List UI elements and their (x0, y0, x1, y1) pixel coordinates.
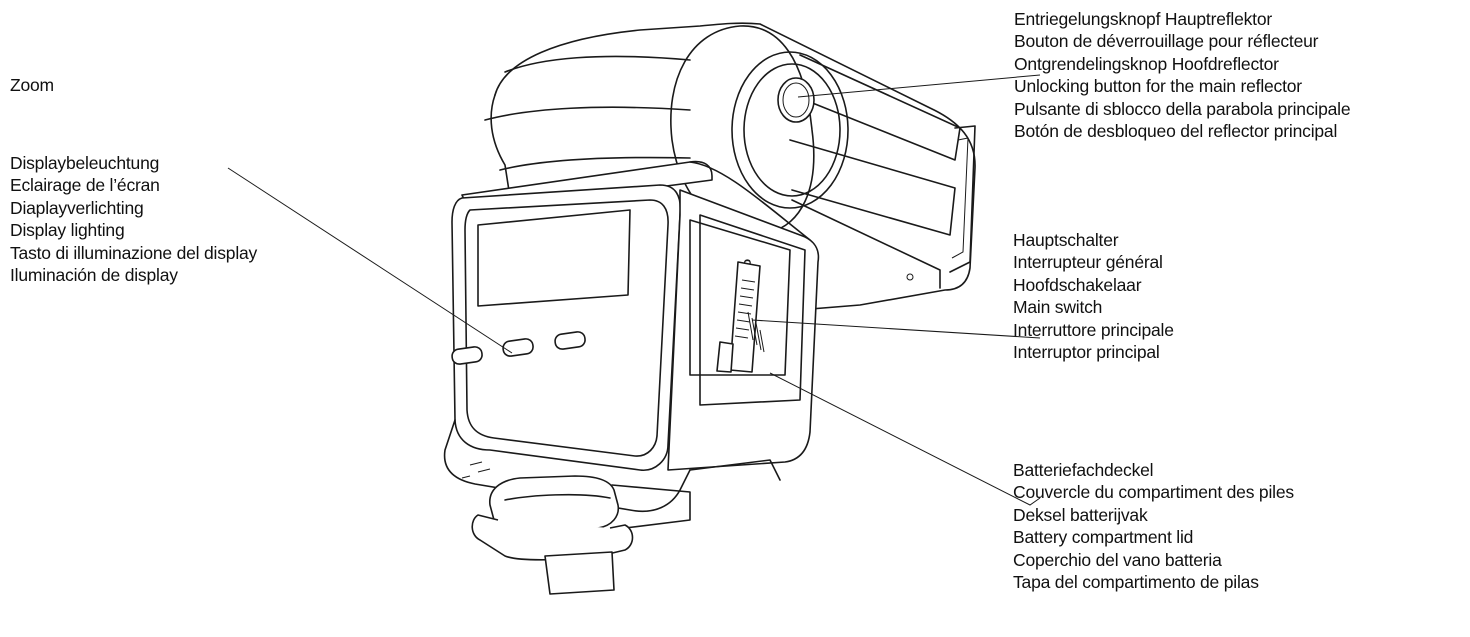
display-lighting-label-de: Displaybeleuchtung (10, 153, 160, 173)
display-lighting-label-fr: Eclairage de l’écran (10, 175, 160, 196)
battery-lid-label-en: Battery compartment lid (1013, 527, 1194, 548)
unlocking-button-label-it: Pulsante di sblocco della parabola princ… (1014, 98, 1351, 119)
battery-lid-label-group: Batteriefachdeckel Couvercle du comparti… (1013, 459, 1294, 593)
main-switch: ON (716, 259, 765, 373)
zoom-label-text: Zoom (10, 75, 54, 95)
unlocking-button-label-en: Unlocking button for the main reflector (1014, 76, 1302, 97)
display-lighting-label-en: Display lighting (10, 220, 125, 241)
leader-line-display (227, 167, 513, 354)
unlocking-button-label-group: Entriegelungsknopf Hauptreflektor Bouton… (1014, 8, 1351, 142)
reflector-disc (670, 25, 849, 234)
main-switch-label-de: Hauptschalter (1013, 230, 1119, 250)
main-switch-label-en: Main switch (1013, 297, 1103, 318)
unlocking-button-label-es: Botón de desbloqueo del reflector princi… (1014, 121, 1338, 142)
unlocking-button-label-nl: Ontgrendelingsknop Hoofdreflector (1014, 53, 1279, 74)
leader-line-battery (769, 372, 1041, 506)
display-lighting-label-it: Tasto di illuminazione del display (10, 242, 258, 263)
unlocking-button-label-fr: Bouton de déverrouillage pour réflecteur (1014, 31, 1319, 52)
leader-lines (227, 74, 1041, 506)
display-lighting-label-nl: Diaplayverlichting (10, 197, 144, 218)
flash-head (484, 22, 976, 319)
leader-line-main-switch (751, 319, 1041, 339)
battery-lid-label-es: Tapa del compartimento de pilas (1013, 572, 1259, 593)
zoom-label: Zoom (10, 74, 54, 96)
main-switch-label-es: Interruptor principal (1013, 342, 1160, 363)
battery-lid-label-fr: Couvercle du compartiment des piles (1013, 482, 1294, 503)
hot-shoe (461, 461, 634, 595)
main-switch-label-fr: Interrupteur général (1013, 252, 1163, 273)
display-lighting-label-group: Displaybeleuchtung Eclairage de l’écran … (10, 152, 257, 286)
battery-lid-label-nl: Deksel batterijvak (1013, 504, 1148, 525)
control-buttons (451, 331, 586, 365)
battery-lid-label-de: Batteriefachdeckel (1013, 460, 1154, 480)
main-switch-label-it: Interruttore principale (1013, 319, 1174, 340)
main-switch-label-nl: Hoofdschakelaar (1013, 274, 1142, 295)
main-switch-label-group: Hauptschalter Interrupteur général Hoofd… (1013, 229, 1174, 363)
leader-line-unlock (797, 74, 1041, 98)
battery-lid-label-it: Coperchio del vano batteria (1013, 549, 1222, 570)
display-lighting-label-es: Iluminación de display (10, 265, 178, 286)
unlocking-button-label-de: Entriegelungsknopf Hauptreflektor (1014, 9, 1273, 29)
